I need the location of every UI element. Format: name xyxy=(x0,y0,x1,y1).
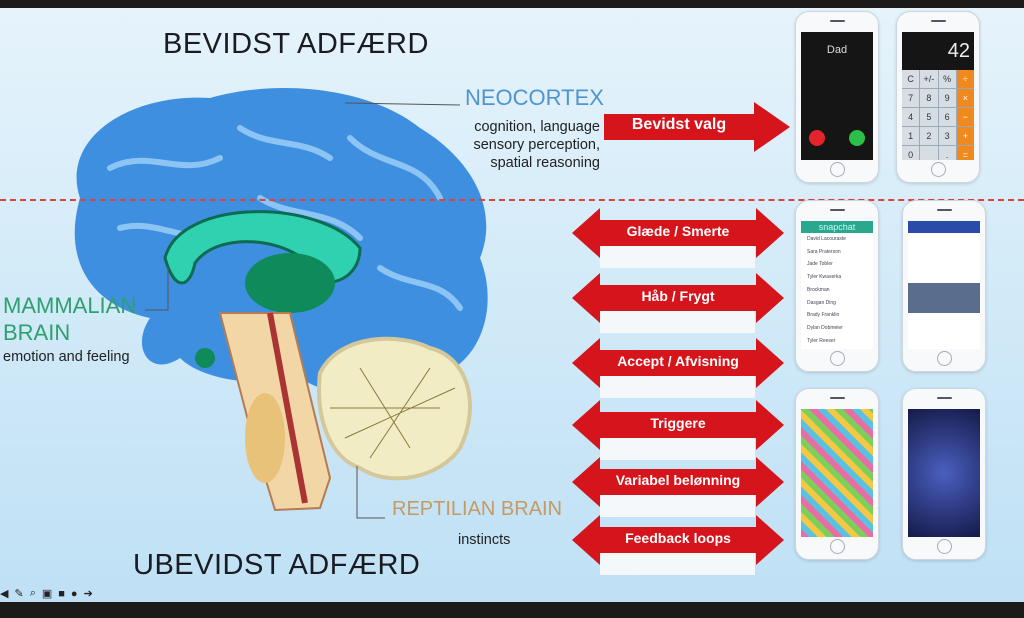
calculator-key: 7 xyxy=(902,89,920,107)
blank-box xyxy=(600,438,755,460)
prev-icon[interactable]: ◀ xyxy=(0,588,9,600)
neocortex-desc-line: cognition, language xyxy=(474,119,600,135)
calculator-key: C xyxy=(902,70,920,88)
reptilian-label: REPTILIAN BRAIN xyxy=(392,498,563,520)
conscious-choice-label: Bevidst valg xyxy=(631,116,727,133)
blank-box xyxy=(600,311,755,333)
double-arrow: Accept / Afvisning xyxy=(572,338,784,388)
snapchat-contact: Tyler Reeser xyxy=(807,337,836,344)
snapchat-title: snapchat xyxy=(801,221,873,233)
mammalian-label: MAMMALIAN xyxy=(3,293,137,318)
double-arrow: Variabel belønning xyxy=(572,457,784,507)
calculator-key: 8 xyxy=(920,89,938,107)
double-arrow: Triggere xyxy=(572,400,784,450)
calculator-key xyxy=(920,146,938,160)
calculator-key: 6 xyxy=(938,108,956,126)
calculator-key: ÷ xyxy=(956,70,974,88)
phone-incoming-call: Dad xyxy=(795,11,879,183)
snapchat-contact: Sara Praterson xyxy=(807,248,841,255)
double-arrow: Håb / Fryg​t xyxy=(572,273,784,323)
snapchat-contact: Jade Tobler xyxy=(807,261,833,268)
blank-box xyxy=(600,553,755,575)
calculator-key: 5 xyxy=(920,108,938,126)
blank-box xyxy=(600,495,755,517)
more-icon[interactable]: ● xyxy=(70,587,78,600)
arrow-label: Variabel belønning xyxy=(615,472,741,488)
bottom-title: UBEVIDST ADFÆRD xyxy=(133,549,421,581)
calculator-key: 4 xyxy=(902,108,920,126)
mammalian-label: BRAIN xyxy=(3,320,71,345)
slide: BEVIDST ADFÆRD NEOCORTEX cognition, lang… xyxy=(0,8,1024,602)
double-arrow: Glæde / Smerte xyxy=(572,208,784,258)
minion-image xyxy=(908,283,980,313)
snapchat-contact: Brady Franklin xyxy=(807,312,840,319)
phone-facebook xyxy=(902,200,986,372)
mammalian-desc: emotion and feeling xyxy=(3,349,130,365)
phone-candy-crush xyxy=(795,388,879,560)
snapchat-contact: Dylan Dobmeier xyxy=(807,324,843,331)
calculator-key: +/- xyxy=(920,70,938,88)
camera-icon[interactable]: ■ xyxy=(58,587,65,600)
snapchat-contact: Tyler Kwaserka xyxy=(807,274,842,281)
arrow-label: Glæde / Smerte xyxy=(626,223,730,239)
phone-game xyxy=(902,388,986,560)
zoom-icon[interactable]: ⌕ xyxy=(29,587,36,599)
pen-icon[interactable]: ✎ xyxy=(14,588,24,600)
calculator-key: 9 xyxy=(938,89,956,107)
calculator-key: × xyxy=(956,89,974,107)
calculator-key: − xyxy=(956,108,974,126)
calculator-key: % xyxy=(938,70,956,88)
neocortex-desc-line: sensory perception, xyxy=(473,137,600,153)
conscious-choice-arrow: Bevidst valg xyxy=(604,102,790,152)
caller-name: Dad xyxy=(826,44,848,56)
reptilian-shape xyxy=(317,336,472,481)
calculator-key: 2 xyxy=(920,127,938,145)
arrow-label: Håb / Fryg​t xyxy=(641,288,715,304)
consciousness-divider xyxy=(0,199,1024,201)
double-arrow: Feedback loops xyxy=(572,515,784,565)
snapchat-contact: Dasgan Ding xyxy=(807,299,836,306)
calculator-key: 1 xyxy=(902,127,920,145)
neocortex-desc-line: spatial reasoning xyxy=(490,155,600,171)
subtitles-icon[interactable]: ▣ xyxy=(41,588,53,600)
snapchat-contact: David Lacouraste xyxy=(807,236,846,242)
brain-illustration xyxy=(74,88,488,519)
top-title: BEVIDST ADFÆRD xyxy=(163,28,429,60)
decline-icon xyxy=(809,130,825,146)
calculator-key: 0 xyxy=(902,146,920,160)
blank-box xyxy=(600,246,755,268)
calculator-display: 42 xyxy=(947,40,970,62)
calculator-key: 3 xyxy=(938,127,956,145)
arrow-label: Accept / Afvisning xyxy=(617,353,739,369)
neocortex-label: NEOCORTEX xyxy=(465,85,604,110)
calculator-key: = xyxy=(956,146,974,160)
accept-icon xyxy=(849,130,865,146)
next-icon[interactable]: ➔ xyxy=(83,588,93,600)
snapchat-contact: Brockman xyxy=(807,286,830,293)
calculator-key: . xyxy=(938,146,956,160)
arrow-label: Feedback loops xyxy=(625,530,731,546)
blank-box xyxy=(600,376,755,398)
calculator-key: + xyxy=(956,127,974,145)
presenter-toolbar: ◀ ✎ ⌕ ▣ ■ ● ➔ xyxy=(0,587,93,600)
arrow-label: Triggere xyxy=(650,415,706,431)
reptilian-desc: instincts xyxy=(458,532,511,548)
